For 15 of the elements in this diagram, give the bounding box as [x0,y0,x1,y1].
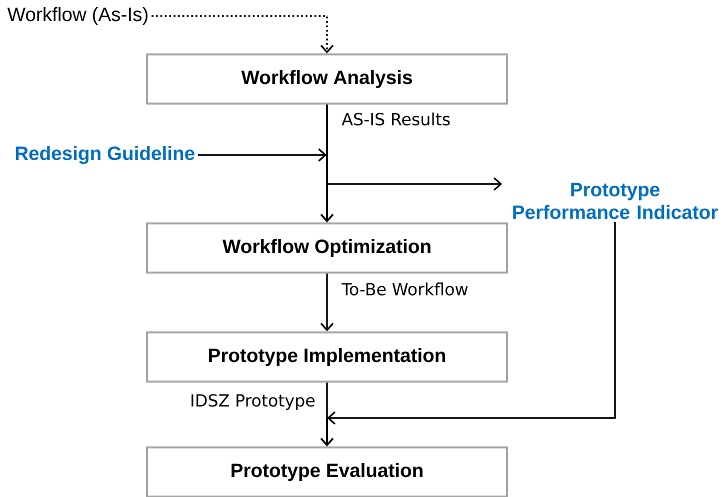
input-text: Redesign Guideline [16,146,194,164]
edge-label: To-Be Workflow [340,281,470,297]
input-text: Workflow (As-Is) [7,7,148,26]
arrow [320,222,616,446]
arrow [320,274,334,332]
edge-label: AS-IS Results [340,111,452,127]
arrow [152,15,334,54]
process-box: Prototype Implementation [146,331,508,383]
process-box: Workflow Optimization [146,222,508,274]
output-text: Prototype Performance Indicator [513,182,718,220]
arrow [326,104,502,191]
process-box: Workflow Analysis [146,53,508,105]
process-box: Prototype Evaluation [146,446,508,497]
edge-label: IDSZ Prototype [188,392,317,412]
arrow [198,148,334,222]
